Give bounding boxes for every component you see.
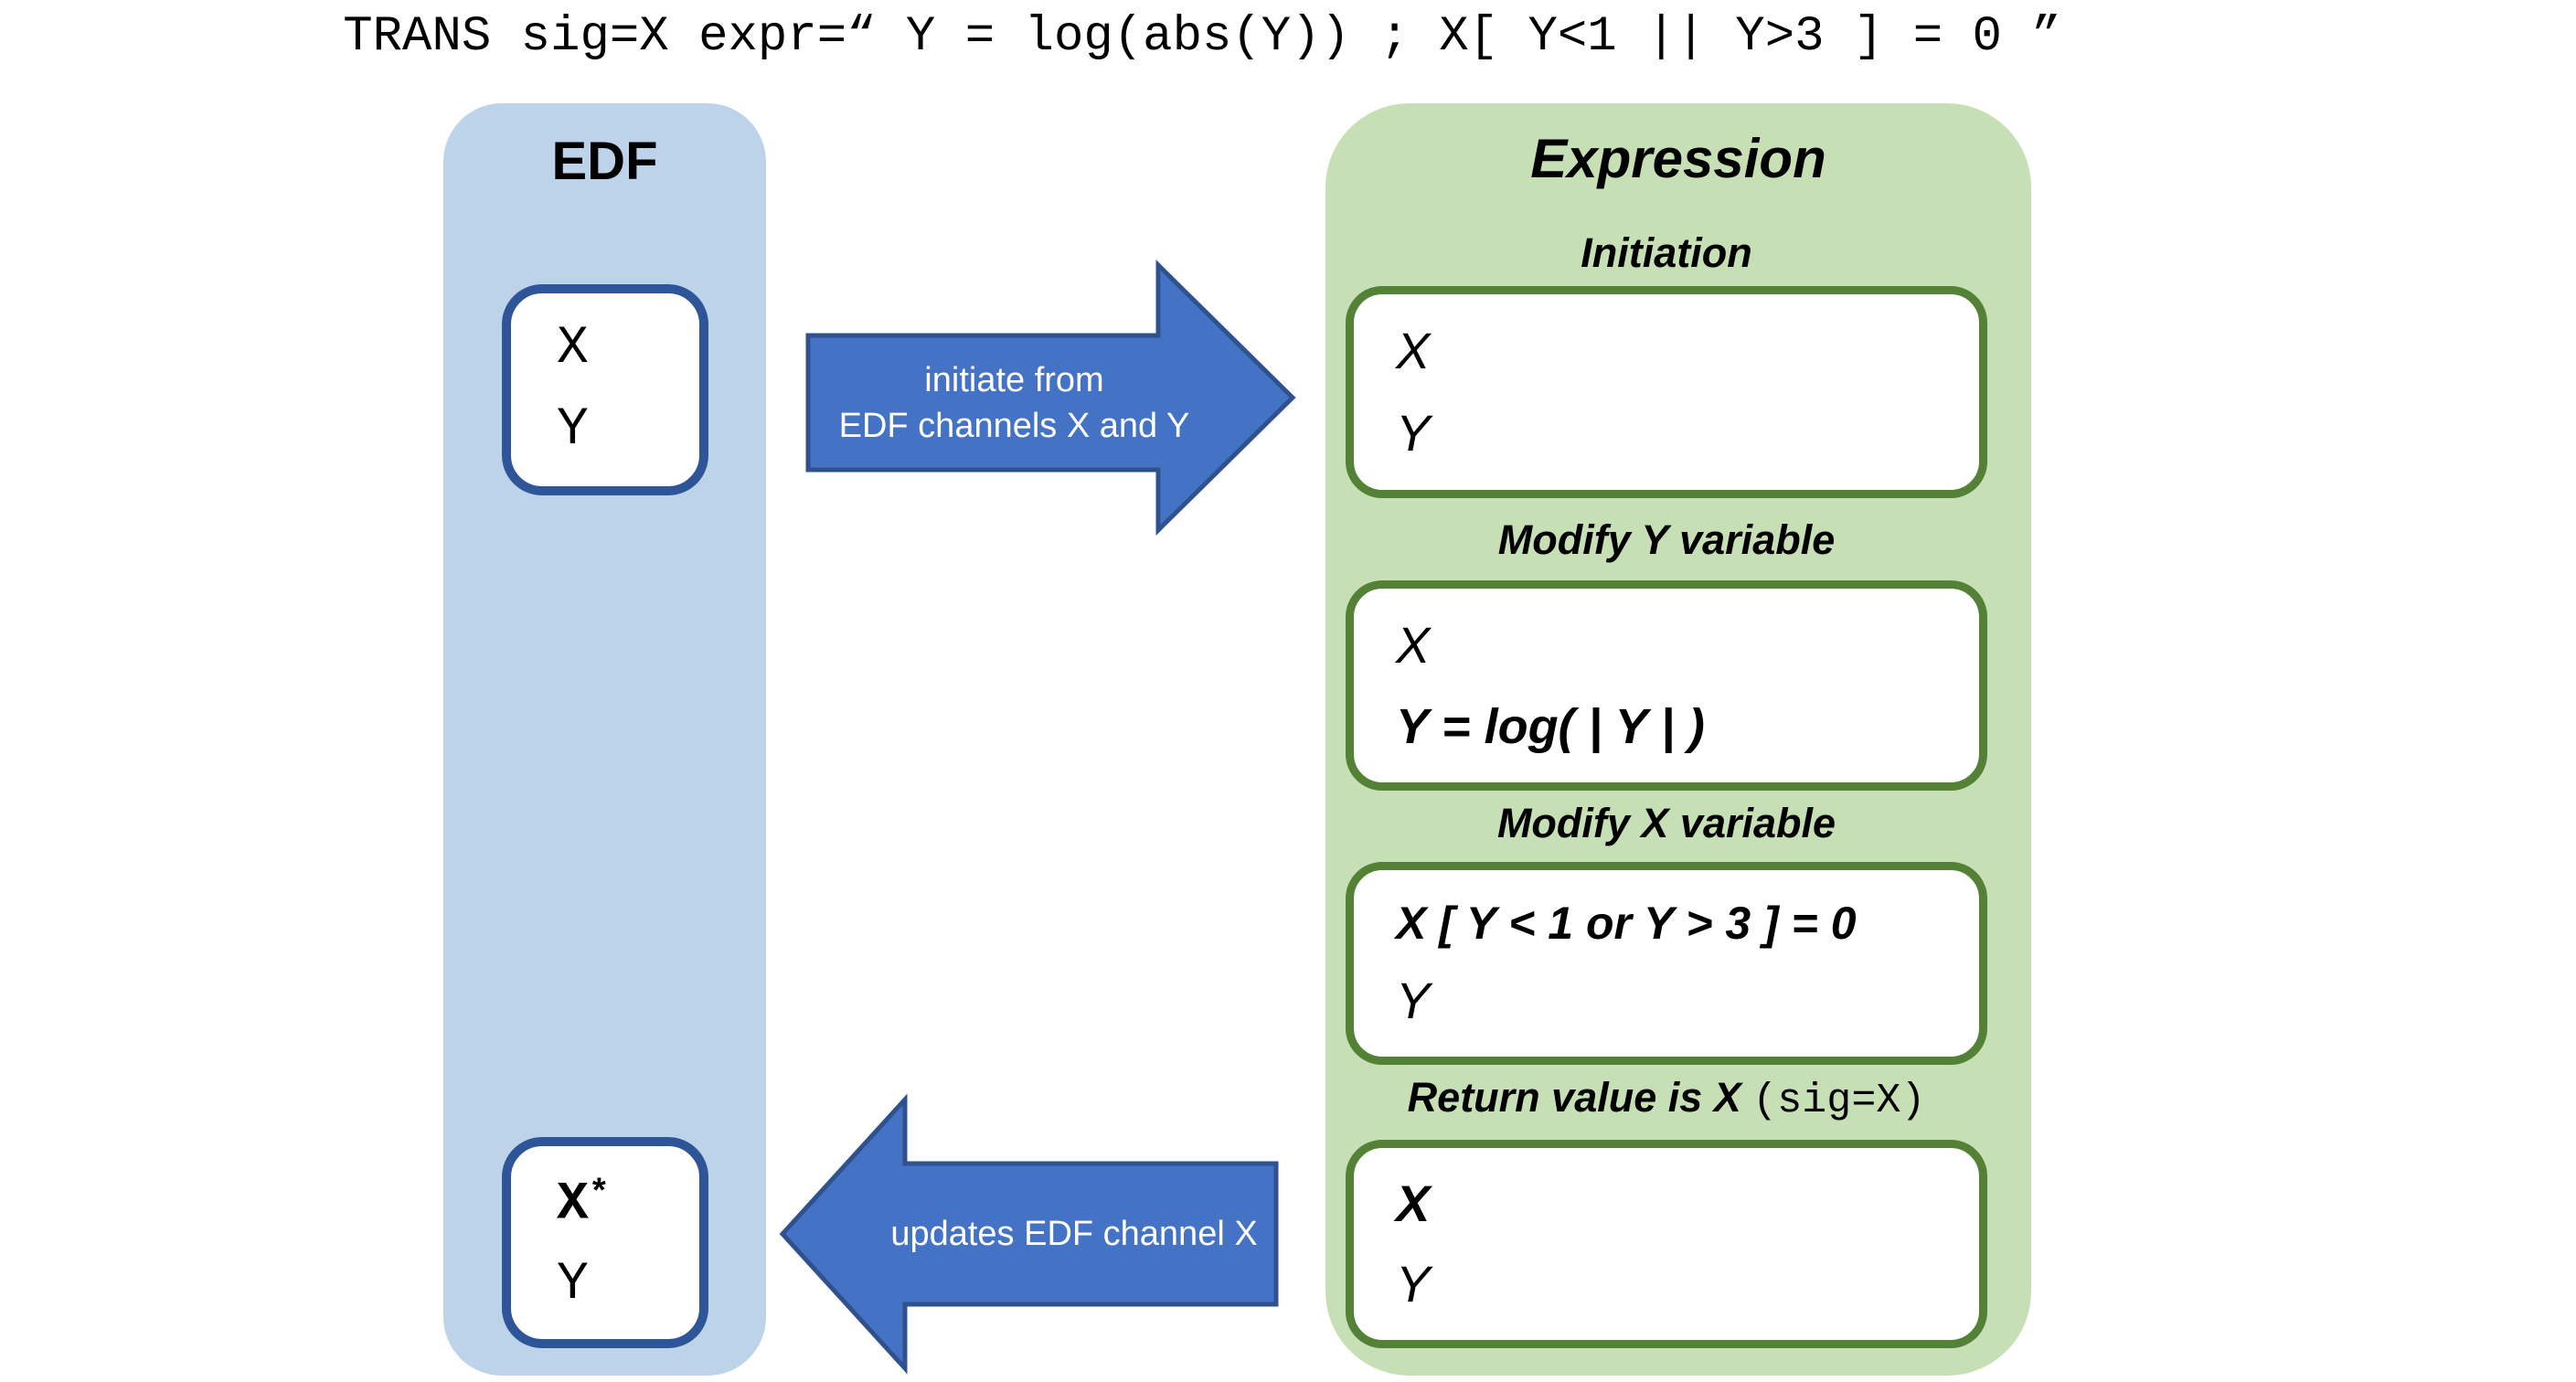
return-var-x: X <box>1396 1174 1431 1232</box>
expression-panel: Expression Initiation X Y Modify Y varia… <box>1325 103 2031 1376</box>
modify-x-formula: X [ Y < 1 or Y > 3 ] = 0 <box>1396 897 1857 949</box>
edf-panel: EDF X Y X* Y <box>443 103 766 1376</box>
initiate-arrow: initiate from EDF channels X and Y <box>788 256 1300 539</box>
initiation-box: X Y <box>1346 286 1987 498</box>
asterisk-superscript: * <box>588 1175 610 1215</box>
return-var-y: Y <box>1396 1255 1431 1313</box>
right-arrow-shape <box>805 260 1296 536</box>
expression-panel-title: Expression <box>1530 128 1826 189</box>
initiate-arrow-label-line2: EDF channels X and Y <box>838 407 1190 445</box>
edf-panel-title: EDF <box>551 132 658 191</box>
return-value-box: X Y <box>1346 1140 1987 1348</box>
edf-channel-x: X <box>557 318 589 378</box>
return-value-sig-code: (sig=X) <box>1752 1078 1926 1124</box>
section-label-return-value: Return value is X (sig=X) <box>1346 1074 1987 1125</box>
left-arrow-shape <box>779 1093 1279 1375</box>
initiation-var-y: Y <box>1396 404 1431 462</box>
modify-y-var-x: X <box>1396 616 1431 674</box>
edf-channel-y-unchanged: Y <box>557 1255 589 1315</box>
command-line: TRANS sig=X expr=“ Y = log(abs(Y)) ; X[ … <box>343 9 2061 65</box>
modify-y-formula: Y = log( | Y | ) <box>1396 699 1705 754</box>
initiate-arrow-label: initiate from EDF channels X and Y <box>788 336 1240 470</box>
edf-channel-x-updated: X* <box>557 1174 699 1231</box>
section-label-modify-y: Modify Y variable <box>1497 516 1836 563</box>
section-label-initiation: Initiation <box>1581 229 1752 276</box>
right-arrow-polygon <box>805 260 1296 536</box>
modify-x-var-y: Y <box>1396 972 1431 1030</box>
section-label-modify-x: Modify X variable <box>1496 800 1836 846</box>
left-arrow-polygon <box>779 1093 1279 1375</box>
modify-x-box: X [ Y < 1 or Y > 3 ] = 0 Y <box>1346 862 1987 1065</box>
initiate-arrow-label-line1: initiate from <box>924 360 1104 399</box>
edf-source-channels-box: X Y <box>502 284 708 495</box>
edf-result-channels-box: X* Y <box>502 1137 708 1348</box>
modify-y-box: X Y = log( | Y | ) <box>1346 580 1987 791</box>
edf-channel-x-updated-base: X <box>557 1175 589 1235</box>
edf-channel-y: Y <box>557 400 589 461</box>
return-value-text: Return value is X <box>1407 1074 1753 1121</box>
update-arrow-label: updates EDF channel X <box>890 1214 1258 1253</box>
update-arrow: updates EDF channel X <box>777 1092 1284 1376</box>
initiation-var-x: X <box>1396 322 1431 379</box>
